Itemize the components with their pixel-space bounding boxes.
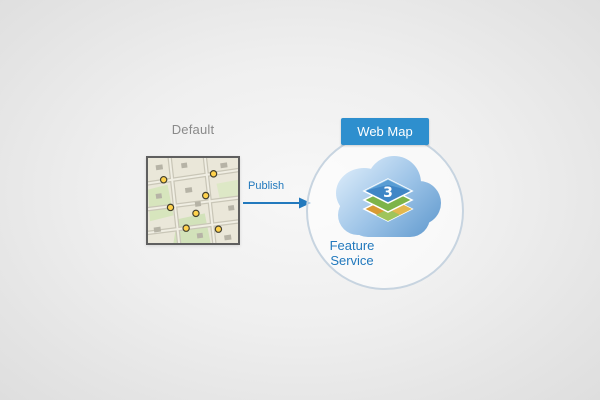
layers-stack-icon: 3 [362,178,414,222]
svg-text:3: 3 [383,185,393,201]
map-title: Default [171,122,215,137]
arrow-right-icon [243,197,311,209]
map-art [148,158,238,243]
feature-service-label: Feature Service [329,238,375,268]
cloud-art: 3 [336,156,441,237]
cloud-icon: 3 [322,148,452,250]
publish-label: Publish [248,180,285,192]
map-points-layer [159,170,223,233]
map-thumbnail [146,156,240,245]
layer-blue: 3 [362,178,414,204]
map-buildings [153,162,235,241]
web-map-badge: Web Map [341,118,429,145]
